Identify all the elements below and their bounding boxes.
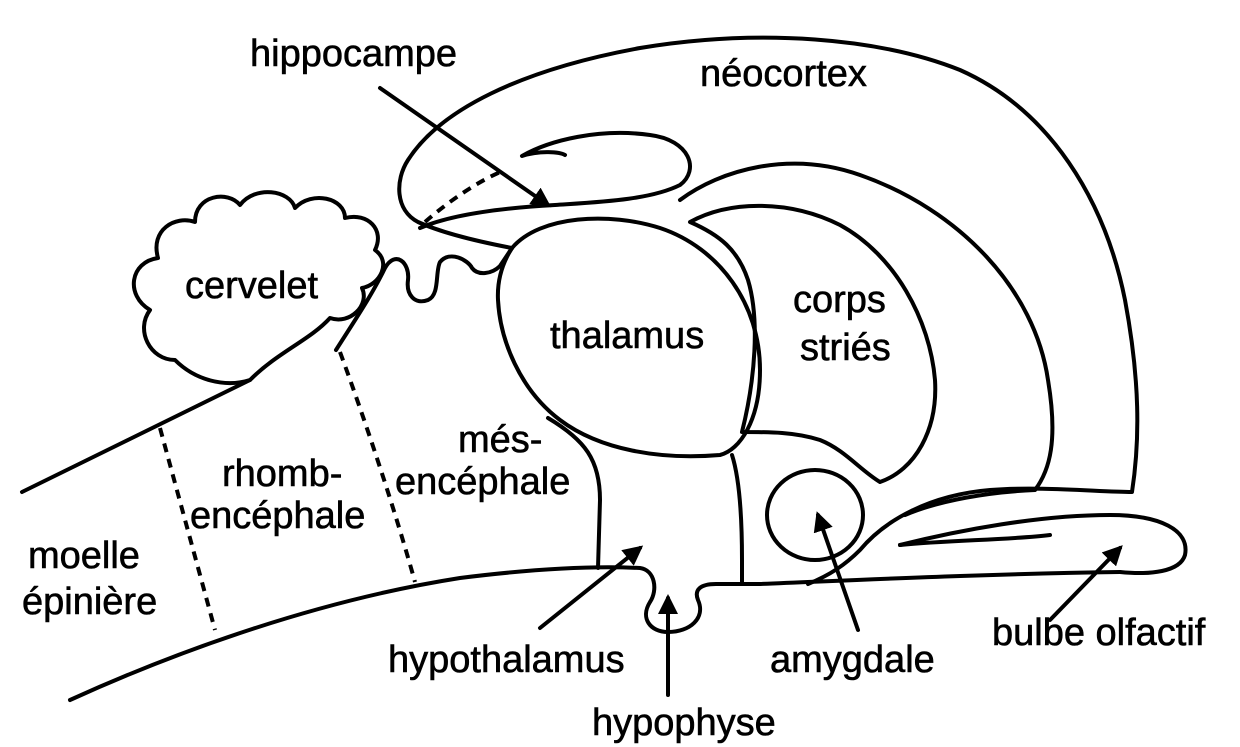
- arrow-hypothalamus: [540, 548, 640, 628]
- label-hippocampe: hippocampe: [250, 33, 457, 75]
- label-encephale-rhomb: encéphale: [190, 495, 365, 537]
- label-moelle: moelle: [28, 535, 140, 577]
- arrow-bulbe-olfactif: [1050, 548, 1120, 620]
- amygdala-outline: [767, 470, 863, 560]
- label-corps: corps: [793, 279, 886, 321]
- label-hypophyse: hypophyse: [592, 702, 776, 744]
- label-rhomb: rhomb-: [222, 453, 342, 495]
- label-mes: més-: [458, 419, 542, 461]
- label-epiniere: épinière: [22, 581, 157, 623]
- hippocampus-outline: [420, 133, 690, 228]
- label-amygdale: amygdale: [770, 639, 935, 681]
- label-cervelet: cervelet: [185, 265, 318, 307]
- label-thalamus: thalamus: [550, 315, 704, 357]
- label-bulbe-olfactif: bulbe olfactif: [992, 612, 1206, 654]
- label-encephale-mes: encéphale: [395, 461, 570, 503]
- olfactory-bulb-outline: [900, 515, 1186, 573]
- diencephalon-right-outline: [732, 455, 742, 584]
- spinal-cord-outline: [22, 380, 250, 492]
- arrow-hippocampe: [380, 88, 548, 205]
- label-stries: striés: [800, 327, 891, 369]
- label-neocortex: néocortex: [700, 53, 867, 95]
- arrow-amygdale: [818, 515, 858, 630]
- label-hypothalamus: hypothalamus: [388, 639, 625, 681]
